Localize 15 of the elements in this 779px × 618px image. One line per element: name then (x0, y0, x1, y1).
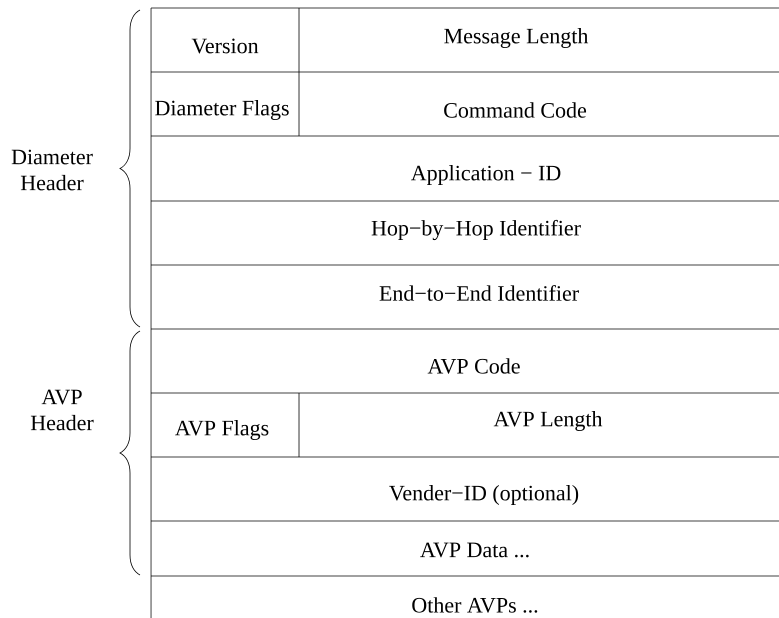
field-cell: Hop−by−Hop Identifier (372, 220, 581, 240)
field-cell: AVP Length (494, 411, 602, 431)
field-cell: Other AVPs ... (412, 597, 538, 613)
brace-label: AVP Header (30, 390, 94, 430)
field-cell: Command Code (444, 102, 586, 118)
field-cell: Message Length (444, 28, 588, 48)
field-cell: Version (192, 38, 258, 54)
field-cell: AVP Flags (175, 420, 268, 440)
field-cell: Application − ID (410, 165, 560, 185)
field-cell: Vender−ID (optional) (389, 485, 578, 505)
brace-label: Diameter Header (12, 150, 93, 190)
field-cell: End−to−End Identifier (380, 285, 579, 301)
field-cell: AVP Code (428, 358, 520, 374)
field-cell: AVP Data ... (420, 542, 529, 558)
field-cell: Diameter Flags (155, 100, 289, 120)
